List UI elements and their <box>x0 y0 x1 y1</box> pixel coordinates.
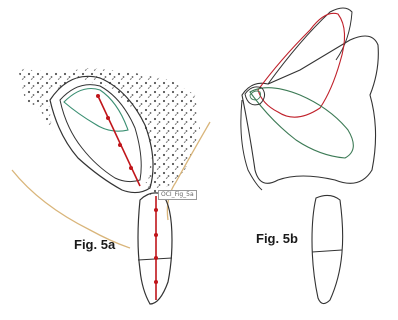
figure-5a-label: Fig. 5a <box>74 237 115 252</box>
figure-5a-tag: OCI_Fig_5a <box>158 190 197 200</box>
tooth-outline-green <box>250 88 353 158</box>
force-point <box>118 143 122 147</box>
force-point <box>129 166 133 170</box>
force-point <box>106 116 110 120</box>
force-point <box>154 256 158 260</box>
tooth-outline-red <box>258 13 345 117</box>
figure-5b-drawing <box>241 8 378 304</box>
lower-tooth-b-outline <box>312 195 343 303</box>
force-point <box>154 208 158 212</box>
force-point <box>154 233 158 237</box>
force-point <box>96 94 100 98</box>
tooth-outline-black <box>242 36 378 183</box>
figure-5a-drawing <box>12 68 210 304</box>
force-point <box>154 280 158 284</box>
lower-tooth-b-crown-line <box>312 250 342 252</box>
figure-5b-label: Fig. 5b <box>256 231 298 246</box>
